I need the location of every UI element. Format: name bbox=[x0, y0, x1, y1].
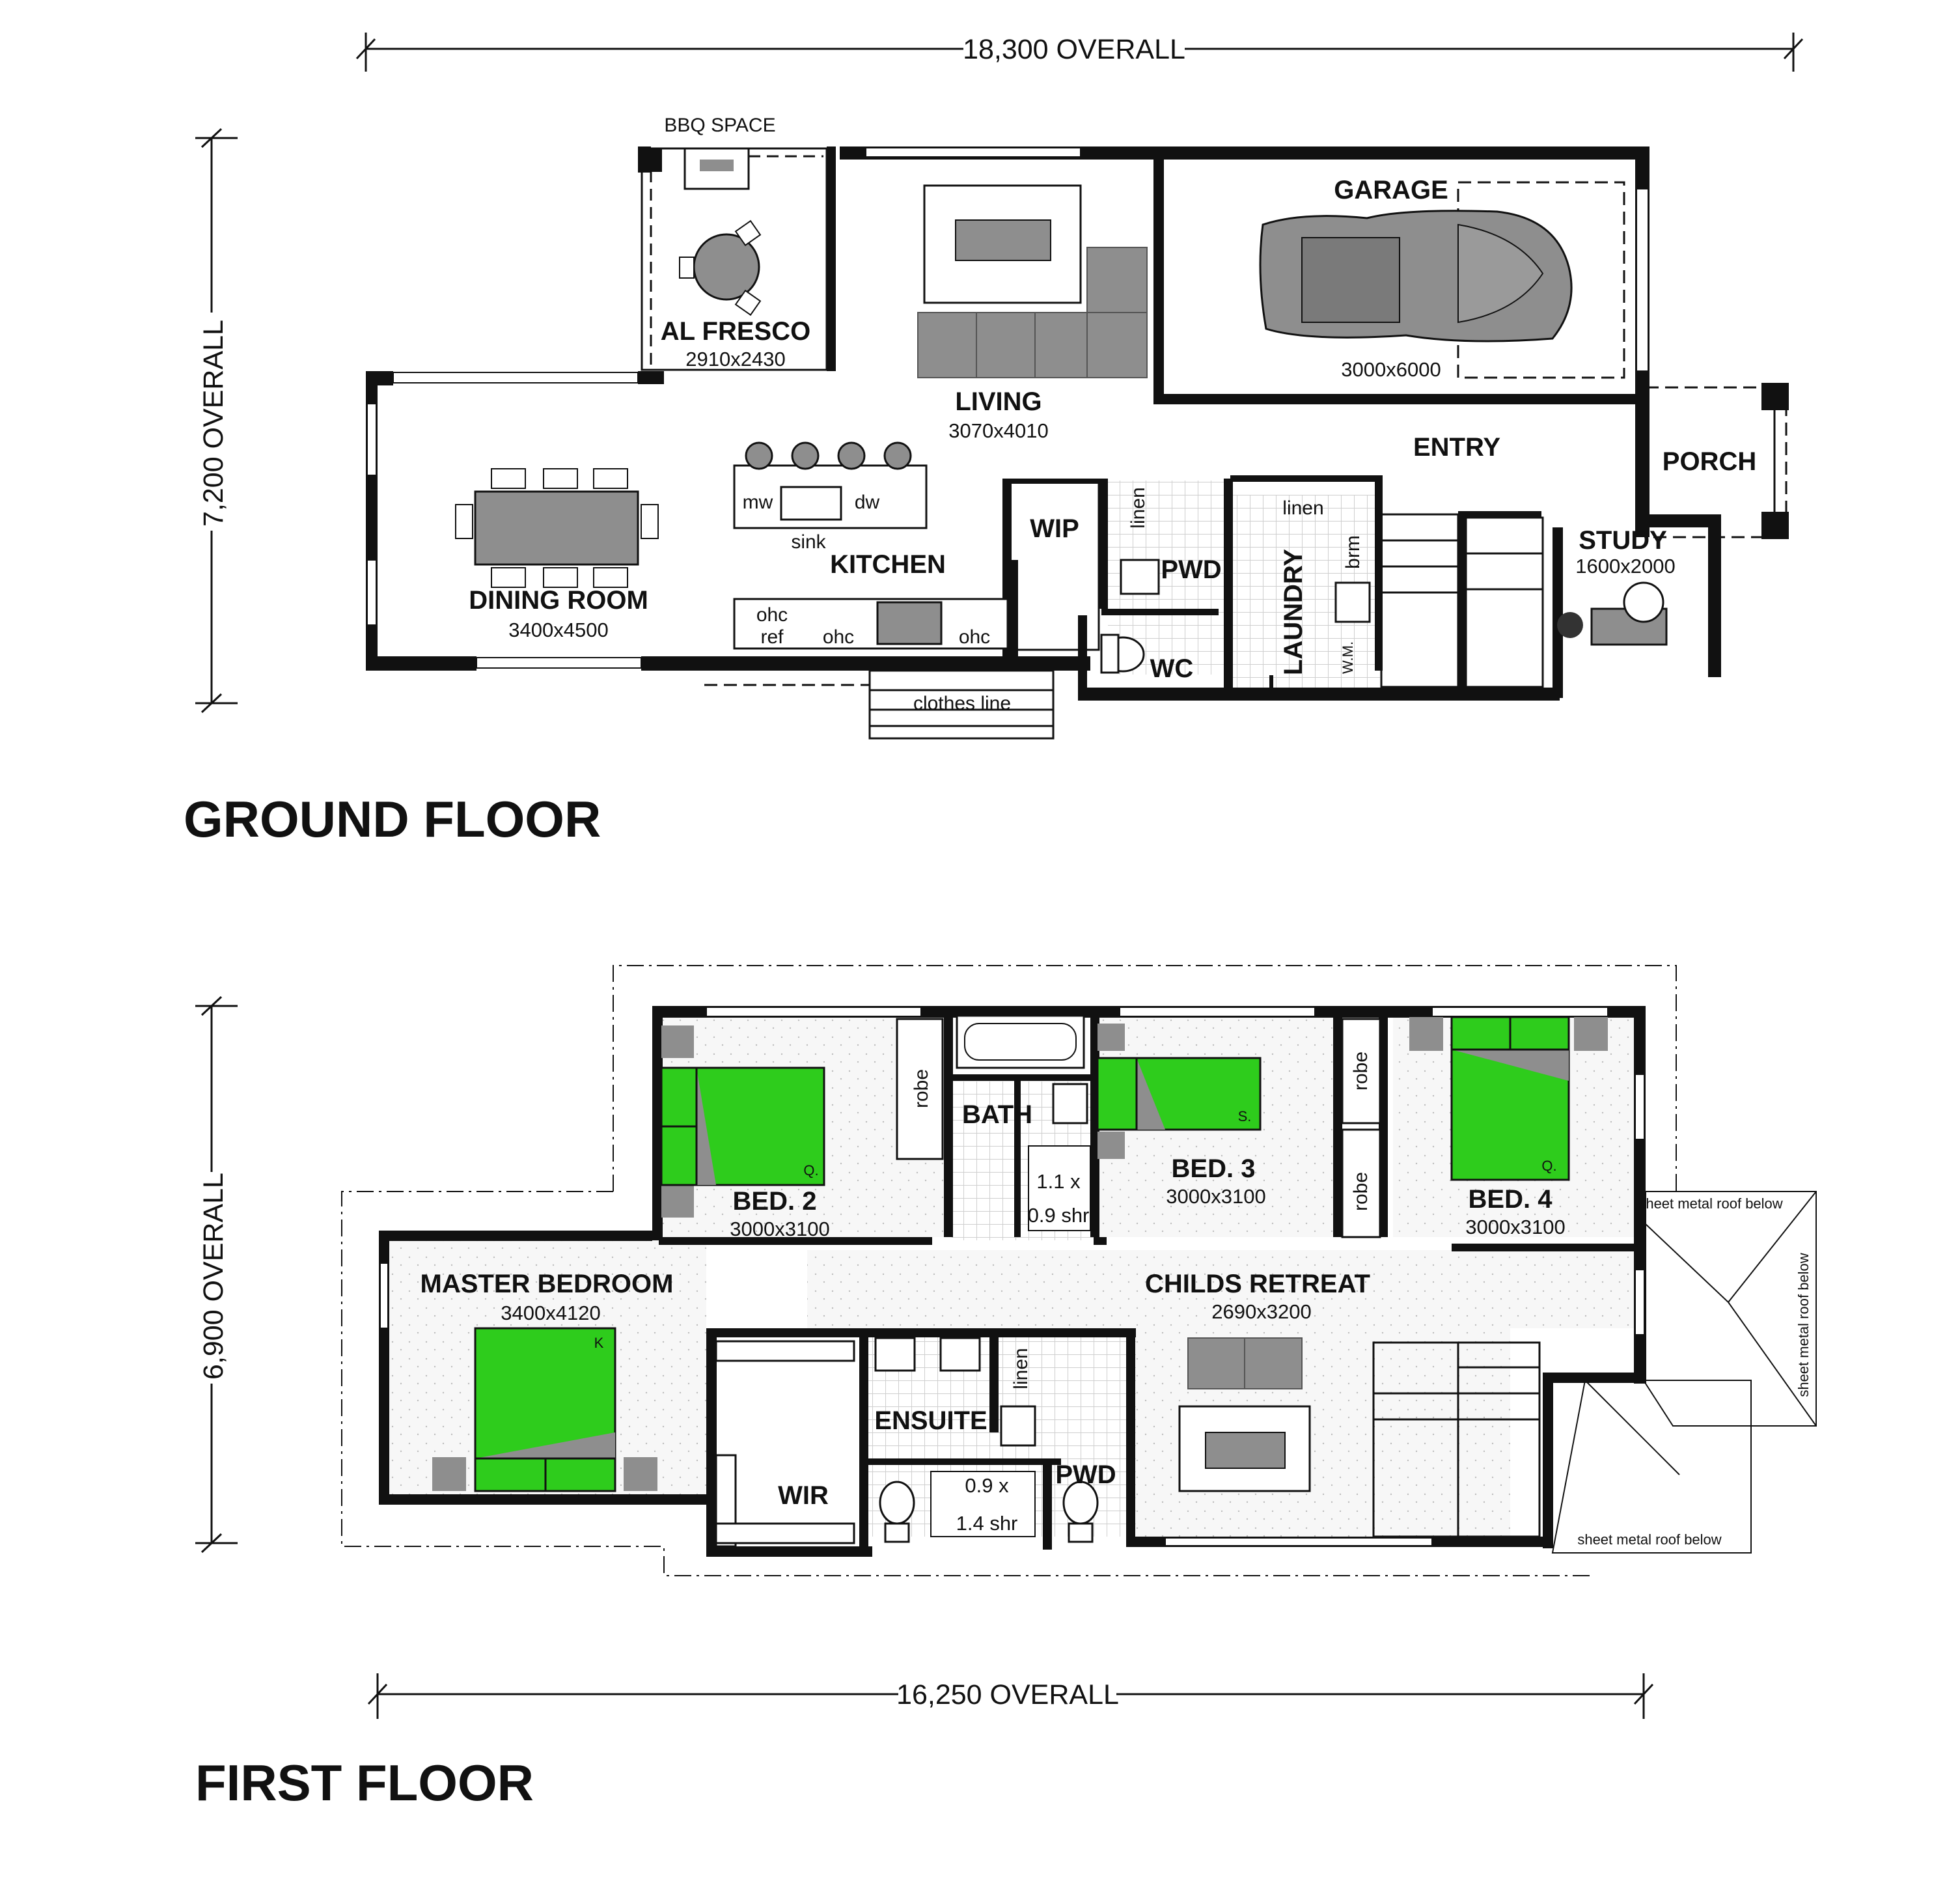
living-size: 3070x4010 bbox=[948, 419, 1048, 442]
porch-label: PORCH bbox=[1663, 447, 1756, 476]
kitchen-label: KITCHEN bbox=[830, 550, 946, 579]
bed4-furniture bbox=[1409, 1016, 1608, 1181]
wir-shelves bbox=[715, 1340, 855, 1548]
shower2-line1: 0.9 x bbox=[965, 1474, 1009, 1497]
living-furniture bbox=[917, 184, 1148, 378]
ff-roof-outline bbox=[341, 965, 1677, 1576]
bed4-bed-size-letter: Q. bbox=[1541, 1158, 1556, 1174]
garage-label: GARAGE bbox=[1334, 176, 1448, 204]
master-bedroom-label: MASTER BEDROOM bbox=[421, 1270, 674, 1298]
wir-label: WIR bbox=[778, 1481, 829, 1510]
gf-overall-depth: 7,200 OVERALL bbox=[198, 320, 229, 527]
dw-label: dw bbox=[855, 492, 880, 513]
ensuite-fixtures bbox=[874, 1337, 1099, 1543]
ohc-label-1: ohc bbox=[756, 604, 788, 626]
porch-area bbox=[1644, 383, 1789, 539]
roof-label-2: sheet metal roof below bbox=[1795, 1253, 1812, 1397]
clothes-line bbox=[704, 669, 1055, 740]
childs-retreat-size: 2690x3200 bbox=[1211, 1300, 1311, 1323]
dining-table bbox=[455, 468, 659, 588]
ff-pwd-label: PWD bbox=[1055, 1460, 1116, 1489]
kitchen-fixtures bbox=[733, 441, 1100, 651]
laundry-label: LAUNDRY bbox=[1279, 549, 1308, 675]
bed2-size: 3000x3100 bbox=[730, 1218, 829, 1240]
gf-depth-dimension bbox=[195, 128, 238, 714]
wip-label: WIP bbox=[1030, 514, 1079, 543]
gf-linen-label-1: linen bbox=[1282, 497, 1323, 519]
gf-stairs bbox=[1380, 513, 1544, 688]
bed3-label: BED. 3 bbox=[1172, 1154, 1256, 1183]
ff-width-dimension bbox=[367, 1673, 1654, 1719]
ff-robes bbox=[896, 1018, 1381, 1238]
bed3-size: 3000x3100 bbox=[1166, 1185, 1265, 1208]
bed3-bed-size-letter: S. bbox=[1238, 1108, 1252, 1124]
ensuite-label: ENSUITE bbox=[874, 1406, 987, 1435]
roof-label-3: sheet metal roof below bbox=[1577, 1531, 1721, 1548]
robe-label-3: robe bbox=[1350, 1172, 1372, 1211]
ohc-label-2: ohc bbox=[823, 626, 854, 648]
clothes-line-label: clothes line bbox=[913, 693, 1011, 714]
study-desk bbox=[1557, 581, 1668, 646]
shower1-line2: 0.9 shr bbox=[1028, 1204, 1090, 1227]
alfresco-label: AL FRESCO bbox=[661, 317, 810, 346]
sheet-metal-roofs bbox=[1551, 1191, 1817, 1554]
bbq-space-label: BBQ SPACE bbox=[664, 115, 775, 136]
bed4-label: BED. 4 bbox=[1469, 1185, 1553, 1214]
first-floor-title: FIRST FLOOR bbox=[195, 1754, 534, 1811]
bed3-furniture bbox=[1096, 1024, 1262, 1159]
garage-size: 3000x6000 bbox=[1341, 358, 1441, 381]
ff-linen-label: linen bbox=[1010, 1348, 1032, 1389]
bed2-furniture bbox=[660, 1025, 825, 1218]
gf-width-dimension bbox=[355, 33, 1804, 72]
study-label: STUDY bbox=[1579, 526, 1667, 555]
sink-label: sink bbox=[791, 531, 826, 553]
study-size: 1600x2000 bbox=[1575, 555, 1675, 578]
alfresco-area bbox=[641, 147, 828, 371]
mw-label: mw bbox=[743, 492, 773, 513]
gf-windows bbox=[366, 147, 1649, 669]
retreat-furniture bbox=[1178, 1337, 1311, 1492]
gf-pwd-label: PWD bbox=[1161, 555, 1221, 584]
bed2-label: BED. 2 bbox=[733, 1187, 817, 1216]
ground-floor: 18,300 OVERALL 7,200 OVERALL bbox=[184, 33, 1804, 848]
robe-label-1: robe bbox=[911, 1069, 932, 1108]
gf-wc-fixtures bbox=[1100, 559, 1371, 674]
master-bed-size-letter: K bbox=[594, 1335, 604, 1351]
dining-room-size: 3400x4500 bbox=[508, 619, 608, 641]
bath-label: BATH bbox=[962, 1100, 1032, 1129]
shower2-line2: 1.4 shr bbox=[956, 1512, 1018, 1535]
wc-label: WC bbox=[1150, 654, 1194, 683]
ff-stairs bbox=[1372, 1341, 1541, 1538]
robe-label-2: robe bbox=[1350, 1052, 1372, 1091]
wm-label: W.M. bbox=[1340, 641, 1356, 674]
bathtub bbox=[956, 1014, 1091, 1231]
ref-label: ref bbox=[760, 626, 784, 648]
gf-linen-label-2: linen bbox=[1127, 487, 1149, 528]
ff-depth-dimension bbox=[195, 996, 238, 1554]
master-bedroom-size: 3400x4120 bbox=[501, 1302, 600, 1324]
ground-floor-title: GROUND FLOOR bbox=[184, 790, 601, 848]
first-floor: 16,250 OVERALL 6,900 OVERALL bbox=[195, 965, 1817, 1811]
shower1-line1: 1.1 x bbox=[1036, 1170, 1081, 1193]
childs-retreat-label: CHILDS RETREAT bbox=[1145, 1270, 1370, 1298]
dining-room-label: DINING ROOM bbox=[469, 586, 648, 615]
ff-windows bbox=[380, 1007, 1645, 1546]
gf-overall-width: 18,300 OVERALL bbox=[963, 34, 1185, 65]
garage-car bbox=[1259, 181, 1625, 379]
brm-label: brm bbox=[1342, 535, 1364, 569]
ff-overall-depth: 6,900 OVERALL bbox=[198, 1173, 229, 1380]
ff-overall-width: 16,250 OVERALL bbox=[896, 1679, 1119, 1710]
living-label: LIVING bbox=[955, 387, 1042, 416]
roof-label-1: sheet metal roof below bbox=[1638, 1195, 1782, 1212]
entry-label: ENTRY bbox=[1413, 433, 1500, 462]
ohc-label-3: ohc bbox=[959, 626, 990, 648]
master-bed-furniture bbox=[432, 1327, 657, 1492]
alfresco-size: 2910x2430 bbox=[685, 348, 785, 370]
bed2-bed-size-letter: Q. bbox=[803, 1162, 818, 1178]
bed4-size: 3000x3100 bbox=[1465, 1216, 1565, 1238]
